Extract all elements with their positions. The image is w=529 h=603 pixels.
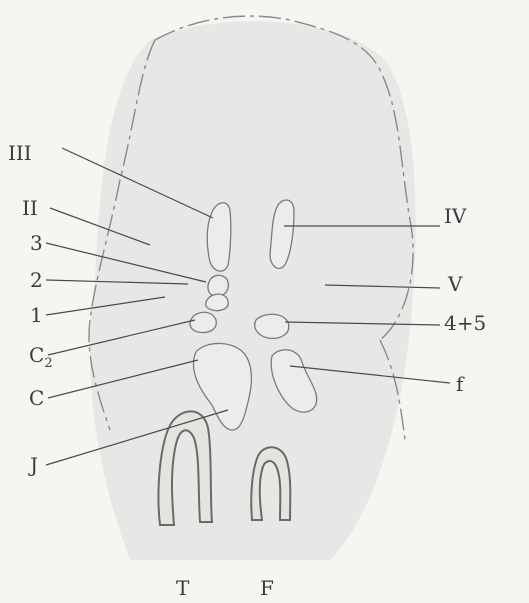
label-V: V [447,272,463,296]
label-1: 1 [30,303,43,327]
label-C: C [29,386,44,410]
label-3: 3 [30,231,43,255]
label-III: III [8,141,32,165]
label-II: II [22,196,38,220]
label-4plus5: 4+5 [444,311,486,335]
label-C2-sub: 2 [44,356,52,371]
label-J: J [28,453,38,477]
label-2: 2 [30,268,43,292]
label-T: T [176,576,190,600]
label-C2: C2 [29,343,53,371]
organ-C2 [190,312,216,332]
label-f: f [456,372,465,396]
label-C2-base: C [29,343,44,367]
organ-4plus5 [255,314,289,338]
organ-2 [206,294,229,310]
organ-3 [208,275,228,296]
label-IV: IV [444,204,467,228]
label-F: F [260,576,274,600]
